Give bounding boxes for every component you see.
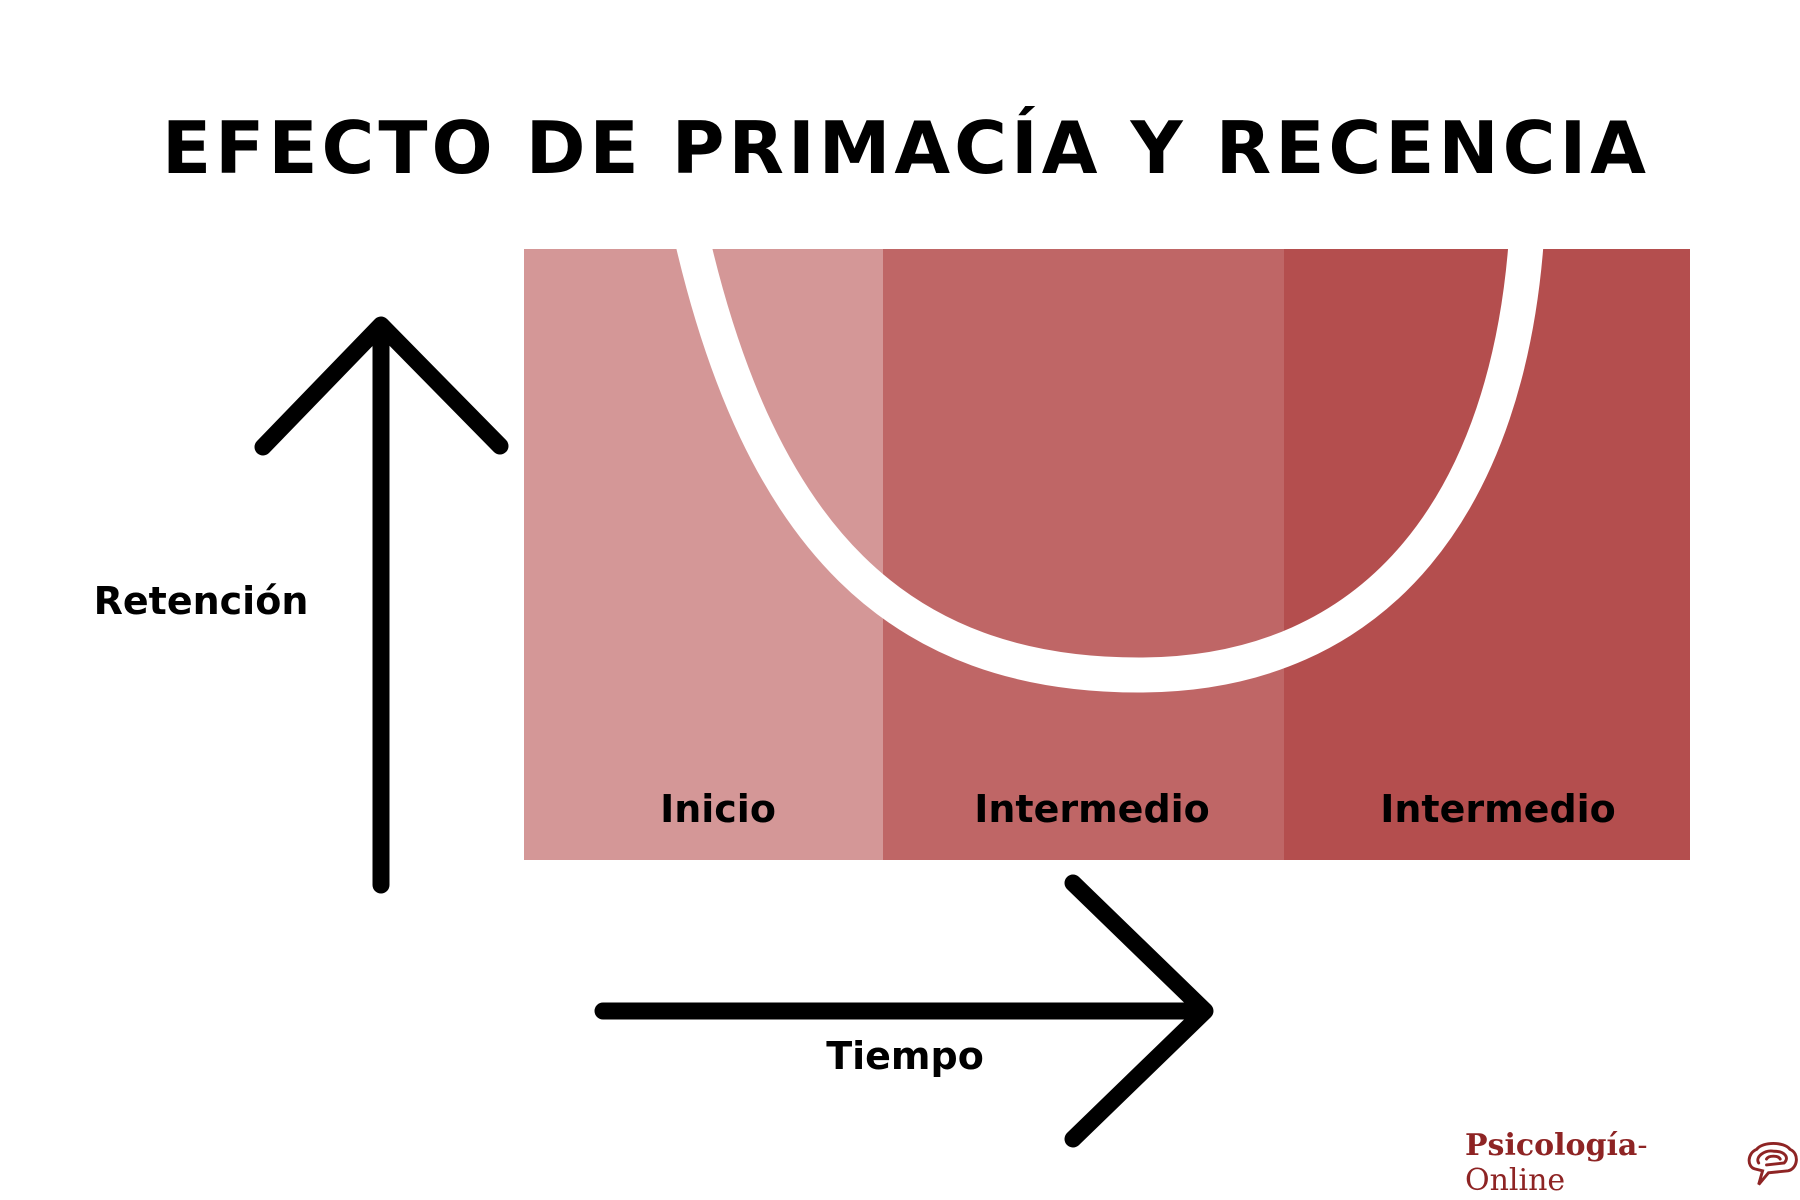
- y-axis-label: Retención: [93, 579, 309, 623]
- logo-text: Psicología-Online: [1465, 1128, 1648, 1198]
- brain-speech-bubble-icon: [1747, 1141, 1799, 1186]
- region-intermedio: [883, 249, 1284, 860]
- logo: Psicología-Online: [1465, 1128, 1800, 1198]
- serial-position-curve: [672, 226, 1545, 693]
- region-final: [1284, 249, 1690, 860]
- region-label-final: Intermedio: [1380, 787, 1616, 831]
- region-label-inicio: Inicio: [660, 787, 776, 831]
- horizontal-arrow: [594, 874, 1214, 1148]
- vertical-arrow: [254, 316, 509, 894]
- page-title: EFECTO DE PRIMACÍA Y RECENCIA: [161, 106, 1651, 190]
- x-axis-label: Tiempo: [826, 1034, 984, 1078]
- region-label-intermedio: Intermedio: [974, 787, 1210, 831]
